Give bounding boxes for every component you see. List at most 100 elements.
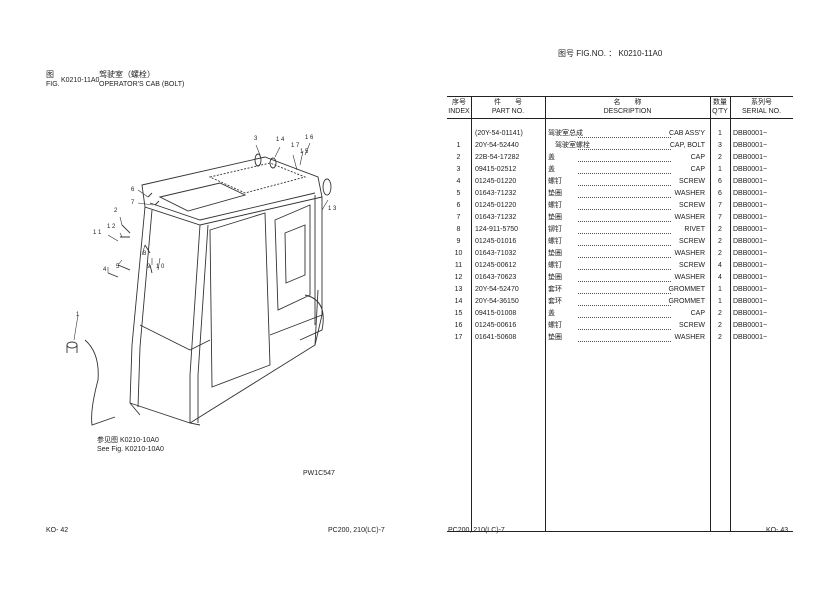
row-description-en: CAB ASS'Y — [669, 130, 705, 137]
callout-3: 3 — [254, 136, 258, 142]
row-qty: 2 — [718, 154, 722, 161]
callout-14: 1 4 — [276, 137, 285, 143]
row-description-zh: 螺钉 — [548, 202, 562, 209]
row-qty: 6 — [718, 190, 722, 197]
leader-dots — [578, 272, 671, 282]
left-page-model: PC200, 210(LC)-7 — [328, 527, 385, 534]
row-description-zh: 垫圈 — [548, 190, 562, 197]
header-index: 序号 INDEX — [448, 99, 470, 115]
row-description-en: SCREW — [678, 322, 705, 329]
row-index: 14 — [454, 298, 463, 305]
callout-2: 2 — [114, 208, 118, 214]
cab-door — [209, 212, 271, 388]
row-index: 9 — [456, 238, 461, 245]
row-description-zh: 套环 — [548, 298, 562, 305]
row-part-no: 22B-54-17282 — [475, 154, 520, 161]
row-qty: 2 — [718, 250, 722, 257]
cap-part-1-sides — [66, 345, 78, 353]
leader-dots — [578, 188, 671, 198]
row-part-no: 20Y-54-52440 — [475, 142, 519, 149]
callout-6: 6 — [131, 187, 135, 193]
leader-dots — [578, 224, 671, 234]
row-serial: DBB0001~ — [733, 166, 768, 173]
callout-12: 1 2 — [107, 224, 116, 230]
callout-17: 1 7 — [291, 143, 300, 149]
leader-dots — [578, 248, 671, 258]
row-serial: DBB0001~ — [733, 310, 768, 317]
row-serial: DBB0001~ — [733, 214, 768, 221]
row-description-en: GROMMET — [668, 298, 705, 305]
row-index: 8 — [456, 226, 461, 233]
drawing-code: PW1C547 — [303, 470, 335, 477]
row-serial: DBB0001~ — [733, 226, 768, 233]
row-index: 11 — [454, 262, 463, 269]
callout-4: 4 — [103, 267, 107, 273]
row-serial: DBB0001~ — [733, 274, 768, 281]
header-qty: 数量 Q'TY — [712, 99, 728, 115]
row-description-zh: 盖 — [548, 310, 555, 317]
row-part-no: 20Y-54-36150 — [475, 298, 519, 305]
row-part-no: 01643-71032 — [475, 250, 517, 257]
reference-note-en: See Fig. K0210-10A0 — [97, 446, 164, 453]
row-qty: 1 — [718, 130, 722, 137]
side-sill — [269, 314, 323, 336]
row-serial: DBB0001~ — [733, 262, 768, 269]
row-description-zh: 螺钉 — [548, 262, 562, 269]
callout-1: 1 — [76, 312, 80, 318]
roof-window — [158, 182, 247, 212]
row-serial: DBB0001~ — [733, 334, 768, 341]
row-serial: DBB0001~ — [733, 286, 768, 293]
front-left-pillar — [129, 206, 146, 416]
row-index: 15 — [454, 310, 463, 317]
leader-dots — [578, 320, 671, 330]
leader-dots — [578, 164, 671, 174]
front-right-pillar — [189, 224, 201, 426]
row-serial: DBB0001~ — [733, 190, 768, 197]
row-description-zh: 盖 — [548, 154, 555, 161]
row-description-en: RIVET — [684, 226, 705, 233]
row-part-no: 01245-00616 — [475, 322, 517, 329]
row-serial: DBB0001~ — [733, 298, 768, 305]
row-index: 3 — [456, 166, 461, 173]
row-description-en: WASHER — [674, 250, 705, 257]
row-qty: 2 — [718, 226, 722, 233]
bolts-left — [120, 192, 160, 238]
parts-list-table: 序号 INDEX 件 号 PART NO. 名 称 DESCRIPTION 数量… — [447, 96, 793, 532]
leader-dots — [578, 176, 671, 186]
callout-15: 1 5 — [300, 149, 309, 155]
reference-note-zh: 参见图 K0210-10A0 — [97, 437, 159, 444]
row-index: 2 — [456, 154, 461, 161]
row-description-en: CAP, BOLT — [669, 142, 705, 149]
cab-exploded-drawing — [66, 142, 332, 426]
row-qty: 1 — [718, 286, 722, 293]
row-description-en: WASHER — [674, 190, 705, 197]
grommet-part-13 — [322, 178, 332, 196]
row-part-no: 01643-71232 — [475, 214, 517, 221]
row-description-en: CAP — [690, 154, 705, 161]
left-page-number: KO- 42 — [46, 527, 69, 534]
row-description-zh: 套环 — [548, 286, 562, 293]
row-description-zh: 螺钉 — [548, 238, 562, 245]
fig-label-zh: 图 — [46, 70, 54, 79]
row-part-no: 20Y-54-52470 — [475, 286, 519, 293]
row-qty: 6 — [718, 178, 722, 185]
header-serial: 系列号 SERIAL NO. — [741, 99, 782, 115]
row-qty: 2 — [718, 310, 722, 317]
figure-title-en: OPERATOR'S CAB (BOLT) — [99, 81, 185, 88]
row-description-en: SCREW — [678, 238, 705, 245]
row-qty: 1 — [718, 166, 722, 173]
grommet-part-2 — [269, 157, 277, 169]
row-description-zh: 驾驶室总成 — [548, 130, 583, 137]
column-divider — [545, 97, 546, 531]
